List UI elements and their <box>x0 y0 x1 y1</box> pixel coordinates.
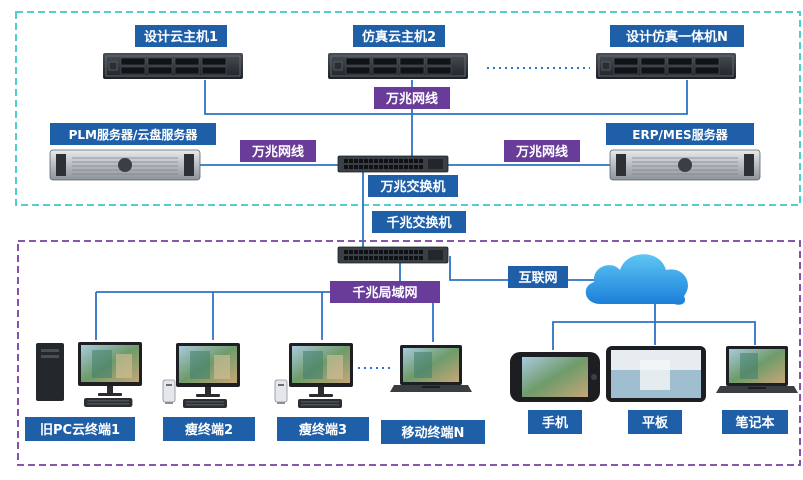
plm-server-label-text: PLM服务器/云盘服务器 <box>69 127 199 142</box>
access-switch <box>337 246 449 264</box>
core-switch-label: 万兆交换机 <box>368 175 458 197</box>
terminal-label-n-text: 移动终端N <box>402 425 465 441</box>
access-switch-label-text: 千兆交换机 <box>386 215 451 231</box>
device-label-phone-text: 手机 <box>542 415 568 431</box>
terminal-label-n: 移动终端N <box>381 420 485 444</box>
host-label-n-text: 设计仿真一体机N <box>626 29 728 45</box>
right-link-label: 万兆网线 <box>504 140 580 162</box>
local-region-frame <box>17 240 801 466</box>
server-rack-2 <box>327 52 469 80</box>
dotted-links <box>358 67 590 369</box>
erp-server-label: ERP/MES服务器 <box>606 123 754 145</box>
device-label-tablet-text: 平板 <box>642 415 669 431</box>
terminal-label-2-text: 瘦终端2 <box>185 422 233 438</box>
access-switch-label: 千兆交换机 <box>372 211 466 233</box>
terminal-label-1-text: 旧PC云终端1 <box>40 422 120 438</box>
thin-terminal-3 <box>274 343 353 408</box>
phone-device <box>510 352 600 402</box>
device-label-laptop: 笔记本 <box>722 410 788 434</box>
internet-label: 互联网 <box>508 266 568 288</box>
cloud-icon <box>585 254 688 305</box>
device-label-laptop-text: 笔记本 <box>735 415 774 431</box>
plm-server-label: PLM服务器/云盘服务器 <box>50 123 216 145</box>
host-label-n: 设计仿真一体机N <box>610 25 744 47</box>
device-label-tablet: 平板 <box>628 410 682 434</box>
erp-server <box>609 149 761 181</box>
thin-terminal-2 <box>162 343 240 408</box>
right-link-label-text: 万兆网线 <box>515 144 568 160</box>
left-link-label-text: 万兆网线 <box>251 144 304 160</box>
host-label-2: 仿真云主机2 <box>353 25 445 47</box>
terminal-label-3: 瘦终端3 <box>277 417 369 441</box>
mobile-terminal-laptop <box>390 345 472 392</box>
terminal-label-2: 瘦终端2 <box>163 417 255 441</box>
backbone-link-label: 万兆网线 <box>374 87 450 109</box>
lan-label-text: 千兆局域网 <box>352 285 417 301</box>
device-label-phone: 手机 <box>528 410 582 434</box>
old-pc-terminal <box>36 342 142 407</box>
core-switch-label-text: 万兆交换机 <box>379 179 445 195</box>
tablet-device <box>606 346 706 402</box>
internet-label-text: 互联网 <box>518 271 557 286</box>
terminal-label-3-text: 瘦终端3 <box>299 422 347 438</box>
terminal-label-1: 旧PC云终端1 <box>25 417 135 441</box>
cloud-region-frame <box>15 11 801 206</box>
lan-label: 千兆局域网 <box>330 281 440 303</box>
laptop-device <box>716 346 798 393</box>
server-rack-n <box>595 52 737 80</box>
core-switch <box>337 155 449 173</box>
host-label-1: 设计云主机1 <box>135 25 227 47</box>
left-link-label: 万兆网线 <box>240 140 316 162</box>
server-rack-1 <box>102 52 244 80</box>
host-label-2-text: 仿真云主机2 <box>362 29 436 45</box>
backbone-link-label-text: 万兆网线 <box>385 91 438 107</box>
host-label-1-text: 设计云主机1 <box>144 29 218 45</box>
erp-server-label-text: ERP/MES服务器 <box>632 127 728 142</box>
plm-server <box>49 149 201 181</box>
